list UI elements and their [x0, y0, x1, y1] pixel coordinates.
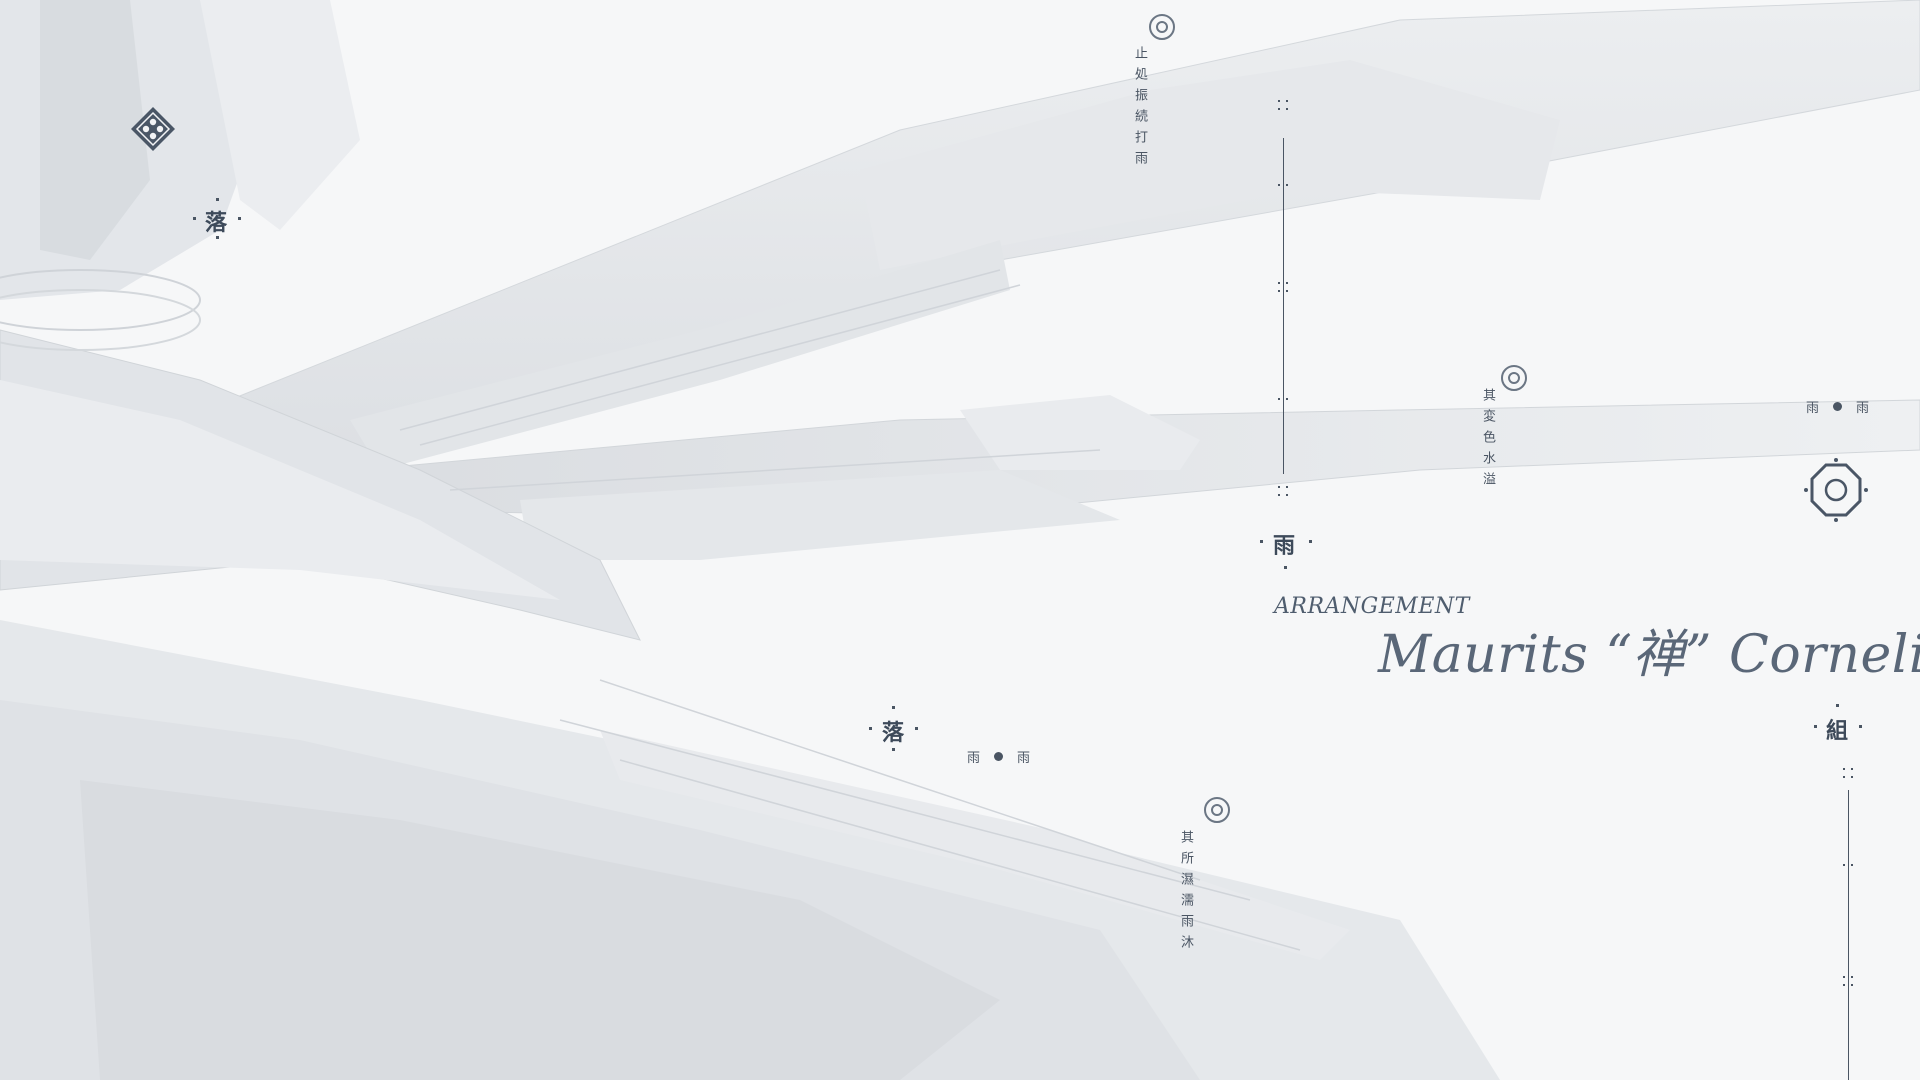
- octagon-target-icon: [1804, 458, 1868, 522]
- glyph-zu-right: 組: [1826, 718, 1849, 744]
- dot-pair-marker: [1278, 282, 1288, 286]
- marker-dot: [1836, 704, 1839, 707]
- pair-right: 雨 雨: [1806, 397, 1869, 416]
- dot-pair-marker: [1278, 290, 1288, 294]
- dot-pair-marker: [1843, 984, 1853, 988]
- marker-dot: [892, 748, 895, 751]
- ring-target-icon: [1149, 14, 1175, 40]
- marker-dot: [238, 217, 241, 220]
- pair-center: 雨 雨: [967, 747, 1030, 766]
- dot-pair-marker: [1278, 184, 1288, 188]
- marker-dot: [193, 217, 196, 220]
- marker-dot: [1859, 725, 1862, 728]
- pair-right-char: 雨: [1856, 401, 1870, 416]
- pair-dot: [994, 752, 1004, 761]
- vertical-text-middle: 其変色水溢: [1480, 388, 1495, 493]
- marker-dot: [915, 727, 918, 730]
- glyph-luo-mid: 落: [882, 720, 905, 746]
- dot-pair-marker: [1278, 100, 1288, 104]
- vertical-text-bottom: 其所濕濡雨沐: [1178, 830, 1193, 956]
- marker-dot: [1260, 540, 1263, 543]
- ring-target-icon: [1204, 797, 1230, 823]
- pair-right-char: 雨: [1017, 751, 1031, 766]
- glyph-luo-top: 落: [205, 210, 228, 236]
- measure-line: [1848, 790, 1849, 1080]
- pair-dot: [1833, 402, 1843, 411]
- dot-pair-marker: [1278, 486, 1288, 490]
- title-main: Maurits “禅” Cornelis: [1378, 625, 1920, 685]
- dot-pair-marker: [1278, 108, 1288, 112]
- marker-dot: [1814, 725, 1817, 728]
- dot-pair-marker: [1278, 398, 1288, 402]
- pair-left-char: 雨: [1806, 401, 1820, 416]
- ring-target-icon: [1501, 365, 1527, 391]
- pair-left-char: 雨: [967, 751, 981, 766]
- marker-dot: [869, 727, 872, 730]
- marker-dot: [1284, 566, 1287, 569]
- dot-pair-marker: [1278, 494, 1288, 498]
- marker-dot: [892, 706, 895, 709]
- title-overline: ARRANGEMENT: [1274, 594, 1470, 619]
- dot-pair-marker: [1843, 776, 1853, 780]
- dot-pair-marker: [1843, 768, 1853, 772]
- measure-line: [1283, 138, 1284, 474]
- dot-pair-marker: [1843, 976, 1853, 980]
- marker-dot: [216, 236, 219, 239]
- dot-pair-marker: [1843, 864, 1853, 868]
- glyph-yu-center: 雨: [1273, 533, 1296, 559]
- marker-dot: [1309, 540, 1312, 543]
- marker-dot: [216, 198, 219, 201]
- vertical-text-top: 止処振続打雨: [1132, 46, 1147, 172]
- diamond-emblem-icon: [131, 107, 175, 151]
